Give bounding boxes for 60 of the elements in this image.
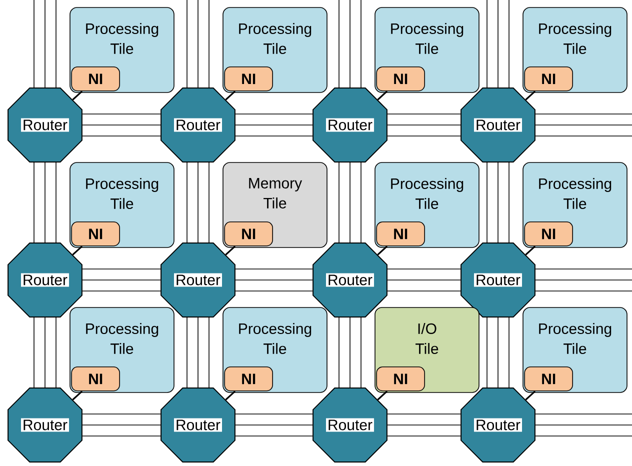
- ni-box: NI: [376, 366, 425, 392]
- ni-box: NI: [224, 366, 273, 392]
- bus-lines: [535, 268, 632, 292]
- bus-lines: [34, 162, 56, 243]
- router-octagon: Router: [160, 88, 236, 162]
- bus-lines: [387, 414, 461, 436]
- router-octagon: Router: [8, 242, 82, 318]
- ni-box: NI: [71, 366, 120, 392]
- link-line: [525, 246, 536, 256]
- bus-lines: [486, 162, 510, 243]
- bus-lines: [338, 162, 362, 243]
- router-octagon: Router: [460, 388, 536, 462]
- link-line: [225, 90, 236, 100]
- link-line: [72, 90, 83, 100]
- link-line: [225, 246, 236, 256]
- bus-lines: [387, 114, 461, 136]
- ni-box: NI: [71, 222, 120, 246]
- router-octagon: Router: [312, 388, 388, 462]
- bus-lines: [338, 0, 362, 88]
- bus-lines: [34, 317, 56, 388]
- bus-lines: [486, 0, 510, 88]
- ni-box: NI: [524, 222, 573, 246]
- ni-box: NI: [71, 66, 120, 92]
- router-octagon: Router: [460, 242, 536, 318]
- router-octagon: Router: [460, 88, 536, 162]
- bus-lines: [34, 0, 56, 88]
- bus-lines: [82, 414, 161, 436]
- link-line: [377, 390, 388, 400]
- bus-lines: [535, 414, 632, 436]
- link-line: [377, 90, 388, 100]
- bus-lines: [186, 0, 210, 88]
- bus-lines: [387, 268, 461, 292]
- router-octagon: Router: [312, 88, 388, 162]
- ni-box: NI: [224, 222, 273, 246]
- bus-lines: [235, 268, 313, 292]
- ni-box: NI: [524, 66, 573, 92]
- router-octagon: Router: [8, 88, 82, 162]
- ni-box: NI: [376, 222, 425, 246]
- bus-lines: [235, 414, 313, 436]
- link-line: [525, 390, 536, 400]
- bus-lines: [186, 317, 210, 388]
- link-line: [225, 390, 236, 400]
- bus-lines: [486, 317, 510, 388]
- ni-box: NI: [224, 66, 273, 92]
- link-line: [72, 390, 83, 400]
- link-line: [72, 246, 83, 256]
- ni-box: NI: [524, 366, 573, 392]
- link-line: [377, 246, 388, 256]
- bus-lines: [338, 317, 362, 388]
- bus-lines: [82, 268, 161, 292]
- bus-lines: [82, 114, 161, 136]
- bus-lines: [235, 114, 313, 136]
- bus-lines: [186, 162, 210, 243]
- router-octagon: Router: [160, 388, 236, 462]
- router-octagon: Router: [312, 242, 388, 318]
- bus-lines: [535, 114, 632, 136]
- link-line: [525, 90, 536, 100]
- router-octagon: Router: [160, 242, 236, 318]
- router-octagon: Router: [8, 388, 82, 462]
- ni-box: NI: [376, 66, 425, 92]
